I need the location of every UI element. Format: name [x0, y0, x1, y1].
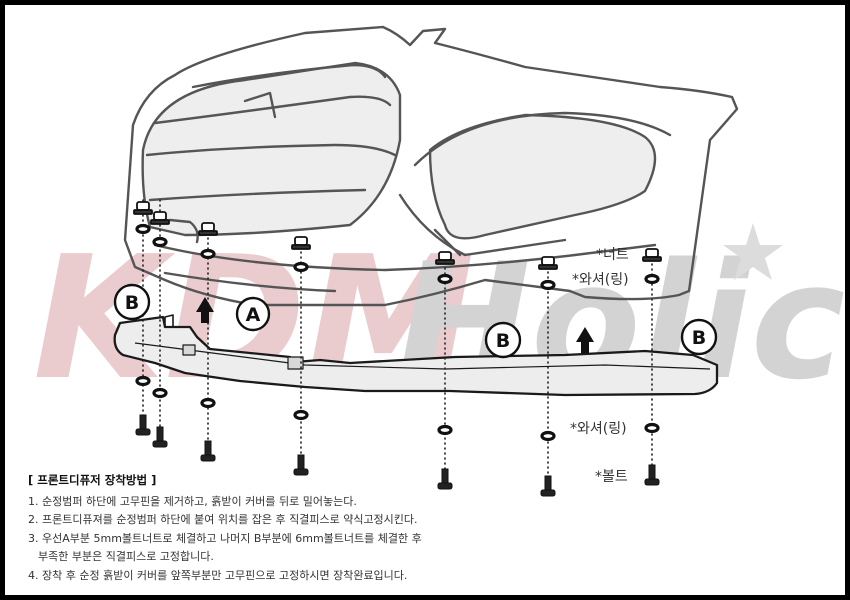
instruction-step: 1. 순정범퍼 하단에 고무핀을 제거하고, 흙받이 커버를 뒤로 밀어놓는다. [28, 494, 357, 508]
nut-icon [291, 236, 311, 250]
instructions-title: [ 프론트디퓨저 장착방법 ] [28, 473, 157, 487]
washer-icon [644, 273, 660, 285]
installation-instructions: [ 프론트디퓨저 장착방법 ] 1. 순정범퍼 하단에 고무핀을 제거하고, 흙… [28, 471, 588, 586]
callout-a-label: A [246, 304, 261, 326]
installation-diagram: KDM Holic [33, 25, 845, 497]
nut-icon [198, 222, 218, 236]
washer-icon [293, 261, 309, 273]
nut-icon [642, 248, 662, 262]
instruction-step: 3. 우선A부분 5mm볼트너트로 체결하고 나머지 B부분에 6mm볼트너트를… [28, 531, 422, 545]
up-arrow-icon [196, 297, 214, 323]
washer-icon [135, 223, 151, 235]
callout-b-left: B [113, 283, 151, 321]
upper-nut-group [133, 201, 662, 270]
bolt-icon [437, 468, 453, 490]
instruction-step: 2. 프론트디퓨져를 순정범퍼 하단에 붙여 위치를 잡은 후 직결피스로 약식… [28, 513, 418, 527]
washer-icon [437, 424, 453, 436]
callout-b-middle: B [484, 321, 522, 359]
washer-icon [152, 387, 168, 399]
instruction-step-continuation: 부족한 부분은 직결피스로 고정합니다. [38, 550, 214, 564]
washer-icon [135, 375, 151, 387]
nut-icon [538, 256, 558, 270]
callout-b-left-label: B [125, 292, 139, 314]
bolt-icon [540, 475, 556, 497]
washer-ring-label: *와셔(링) [572, 272, 629, 288]
callout-b-middle-label: B [496, 330, 510, 352]
lower-washer-group [135, 375, 660, 442]
bolt-icon [644, 464, 660, 486]
bolt-icon [200, 440, 216, 462]
bolt-group [135, 414, 660, 497]
washer-icon [540, 430, 556, 442]
up-arrow-icon [576, 327, 594, 353]
nut-label: *너트 [596, 247, 629, 263]
washer-icon [200, 397, 216, 409]
bolt-icon [152, 426, 168, 448]
instruction-step: 4. 장착 후 순정 흙받이 커버를 앞쪽부분만 고무핀으로 고정하시면 장착완… [28, 568, 408, 582]
washer-icon [540, 279, 556, 291]
diagram-frame: KDM Holic [5, 5, 845, 595]
washer-icon [437, 273, 453, 285]
washer-icon [293, 409, 309, 421]
bolt-icon [135, 414, 151, 436]
kdmholic-watermark: KDM Holic [33, 220, 845, 418]
washer-icon [152, 236, 168, 248]
callout-b-right-label: B [692, 327, 706, 349]
bolt-label: *볼트 [595, 469, 628, 485]
nut-icon [150, 211, 170, 225]
watermark-star-icon [723, 223, 783, 280]
washer-ring-bottom-label: *와셔(링) [570, 421, 627, 437]
front-diffuser-part [113, 314, 719, 397]
nut-icon [435, 251, 455, 265]
washer-icon [644, 422, 660, 434]
callout-b-right: B [680, 318, 718, 356]
up-arrow-group [196, 297, 594, 353]
bolt-icon [293, 454, 309, 476]
washer-icon [200, 248, 216, 260]
callout-a: A [235, 296, 271, 332]
upper-washer-group [135, 223, 660, 291]
car-bumper-drawing [123, 25, 739, 307]
nut-icon [133, 201, 153, 215]
